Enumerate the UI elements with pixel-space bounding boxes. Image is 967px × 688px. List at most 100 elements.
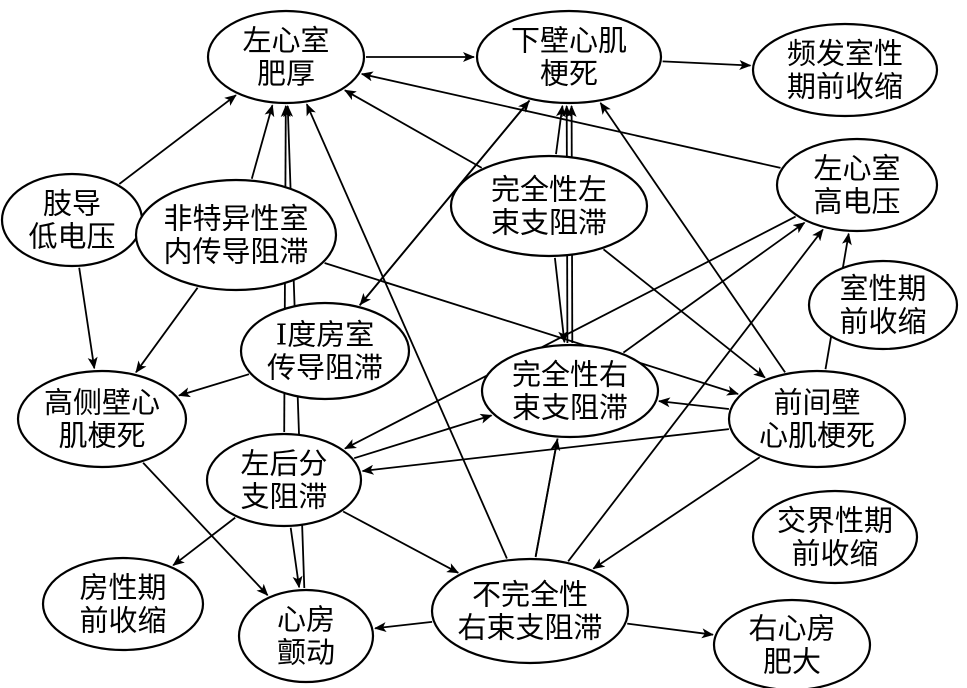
node-ellipse-junctional_pc xyxy=(751,489,919,585)
edges-layer xyxy=(78,52,852,639)
node-label-inferior_mi-line-1: 梗死 xyxy=(540,57,598,91)
node-ellipse-crbbb xyxy=(480,343,660,439)
edge-first_degree_avb-to-high_lateral_mi xyxy=(178,373,250,398)
node-label-nonspecific_ivcd-line-0: 非特异性室 xyxy=(163,202,308,236)
node-label-pvc-line-0: 室性期 xyxy=(839,272,926,306)
node-ellipse-nonspecific_ivcd xyxy=(134,178,338,292)
edge-lpfb-to-irbbb xyxy=(342,510,460,574)
node-label-junctional_pc-line-0: 交界性期 xyxy=(777,504,893,538)
edge-inferior_mi-to-freq_pvc xyxy=(662,59,752,70)
edge-crbbb-to-irbbb xyxy=(534,438,559,557)
node-label-lvh-line-0: 左心室 xyxy=(242,24,329,58)
node-label-freq_pvc-line-0: 频发室性 xyxy=(787,37,903,71)
edge-nonspecific_ivcd-to-high_lateral_mi xyxy=(135,287,199,374)
node-ellipse-lv_high_voltage xyxy=(775,137,939,233)
edge-lv_high_voltage-to-lpfb xyxy=(344,215,797,450)
node-label-first_degree_avb-line-0: Ⅰ度房室 xyxy=(276,318,374,352)
edge-high_lateral_mi-to-af xyxy=(142,462,269,596)
node-label-lv_high_voltage-line-0: 左心室 xyxy=(813,152,900,186)
node-label-clbbb-line-0: 完全性左 xyxy=(491,173,607,207)
node-label-pvc-line-1: 前收缩 xyxy=(839,305,926,339)
node-label-anteroseptal_mi-line-0: 前间壁 xyxy=(773,386,860,420)
node-label-inferior_mi-line-0: 下壁心肌 xyxy=(511,24,627,58)
edge-irbbb-to-lv_high_voltage xyxy=(567,228,824,562)
node-ellipse-pvc xyxy=(807,259,959,351)
node-label-irbbb-line-1: 右束支阻滞 xyxy=(457,611,602,645)
node-label-apc-line-1: 前收缩 xyxy=(79,604,166,638)
node-label-irbbb-line-0: 不完全性 xyxy=(472,578,588,612)
node-label-clbbb-line-1: 束支阻滞 xyxy=(491,206,607,240)
edge-crbbb-to-lv_high_voltage xyxy=(622,221,806,354)
edge-lpfb-to-apc xyxy=(172,516,236,567)
node-label-rae-line-1: 肥大 xyxy=(763,645,821,679)
edge-irbbb-to-af xyxy=(374,621,433,633)
node-label-first_degree_avb-line-1: 传导阻滞 xyxy=(267,351,383,385)
node-ellipse-freq_pvc xyxy=(751,22,939,118)
edge-anteroseptal_mi-to-inferior_mi xyxy=(599,102,786,373)
node-label-af-line-0: 心房 xyxy=(277,603,335,637)
node-label-lpfb-line-1: 支阻滞 xyxy=(240,480,327,514)
node-label-lpfb-line-0: 左后分 xyxy=(240,447,327,481)
node-label-limb_low_voltage-line-1: 低电压 xyxy=(28,220,115,254)
edge-clbbb-to-crbbb xyxy=(554,257,569,344)
edge-lpfb-to-af xyxy=(289,527,303,589)
node-ellipse-rae xyxy=(712,598,872,688)
node-label-nonspecific_ivcd-line-1: 内传导阻滞 xyxy=(163,235,308,269)
edge-nonspecific_ivcd-to-lvh xyxy=(250,104,275,179)
node-label-junctional_pc-line-1: 前收缩 xyxy=(791,537,878,571)
edge-lpfb-to-crbbb xyxy=(353,413,493,460)
node-label-lv_high_voltage-line-1: 高电压 xyxy=(813,185,900,219)
edge-inferior_mi-to-first_degree_avb xyxy=(359,99,531,306)
edge-lv_high_voltage-to-lvh xyxy=(360,71,781,169)
node-label-crbbb-line-1: 束支阻滞 xyxy=(512,391,628,425)
edge-nonspecific_ivcd-to-anteroseptal_mi xyxy=(324,262,739,396)
edge-anteroseptal_mi-to-irbbb xyxy=(592,456,761,570)
node-ellipse-af xyxy=(237,588,375,684)
node-ellipse-clbbb xyxy=(449,154,649,258)
nodes-layer: 左心室肥厚下壁心肌梗死频发室性期前收缩肢导低电压非特异性室内传导阻滞完全性左束支… xyxy=(0,9,959,688)
edge-clbbb-to-anteroseptal_mi xyxy=(602,248,766,379)
edge-clbbb-to-lvh xyxy=(344,89,483,169)
node-label-freq_pvc-line-1: 期前收缩 xyxy=(787,70,903,104)
node-label-limb_low_voltage-line-0: 肢导 xyxy=(43,187,101,221)
node-ellipse-high_lateral_mi xyxy=(16,369,188,469)
node-label-apc-line-0: 房性期 xyxy=(79,571,166,605)
edge-limb_low_voltage-to-high_lateral_mi xyxy=(78,267,98,370)
node-label-anteroseptal_mi-line-1: 心肌梗死 xyxy=(759,419,875,453)
node-ellipse-anteroseptal_mi xyxy=(727,369,907,469)
node-label-rae-line-0: 右心房 xyxy=(748,612,835,646)
node-label-lvh-line-1: 肥厚 xyxy=(257,57,315,91)
edge-limb_low_voltage-to-lvh xyxy=(118,94,237,185)
node-ellipse-first_degree_avb xyxy=(239,301,411,401)
edge-anteroseptal_mi-to-crbbb xyxy=(658,397,730,410)
node-label-high_lateral_mi-line-0: 高侧壁心 xyxy=(44,386,160,420)
edge-clbbb-to-inferior_mi xyxy=(555,104,566,155)
node-label-crbbb-line-0: 完全性右 xyxy=(512,358,628,392)
edge-irbbb-to-lvh xyxy=(305,103,508,559)
edge-anteroseptal_mi-to-lpfb xyxy=(361,428,730,475)
node-ellipse-lvh xyxy=(206,9,366,105)
node-label-high_lateral_mi-line-1: 肌梗死 xyxy=(58,419,145,453)
node-ellipse-apc xyxy=(41,556,205,652)
node-label-af-line-1: 颤动 xyxy=(277,636,335,670)
node-ellipse-lpfb xyxy=(205,432,363,528)
